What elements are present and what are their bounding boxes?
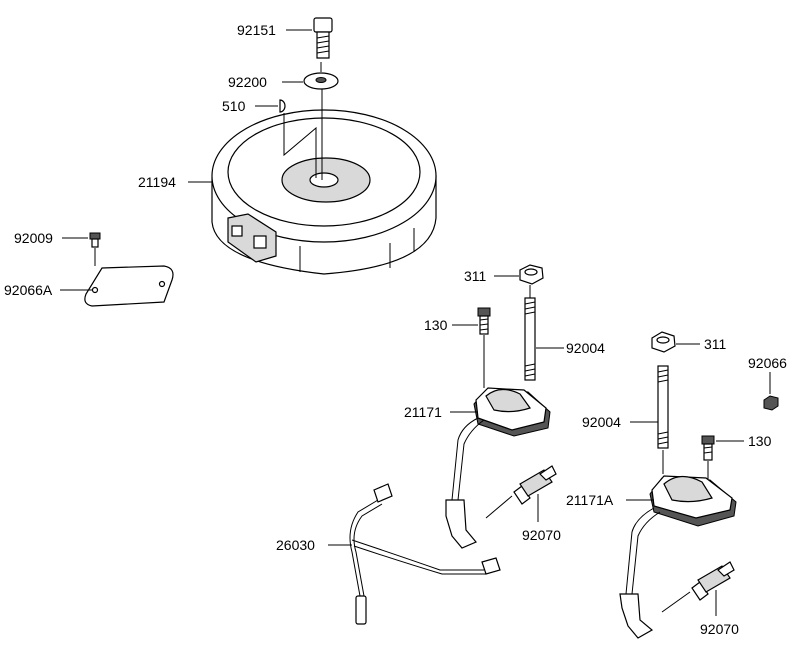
label-92004-left: 92004 xyxy=(566,340,605,356)
spark-plug-92070-right[interactable] xyxy=(661,561,735,613)
bolt-130-left[interactable] xyxy=(477,307,491,335)
coil-21171[interactable] xyxy=(445,387,551,549)
bolt-130-right[interactable] xyxy=(701,435,715,461)
screw-92009[interactable] xyxy=(89,232,101,248)
stud-92004-left[interactable] xyxy=(524,297,536,381)
label-92004-right: 92004 xyxy=(582,414,621,430)
label-92200: 92200 xyxy=(228,74,267,90)
label-311-left: 311 xyxy=(464,268,487,284)
nut-311-left[interactable] xyxy=(519,264,544,285)
flywheel-21194[interactable] xyxy=(211,109,437,275)
label-130-left: 130 xyxy=(424,317,448,333)
bolt-92151[interactable] xyxy=(313,17,333,59)
label-26030: 26030 xyxy=(276,537,315,553)
spark-plug-92070-left[interactable] xyxy=(485,465,557,519)
nut-311-right[interactable] xyxy=(651,331,676,353)
harness-26030[interactable] xyxy=(349,483,501,625)
label-21171: 21171 xyxy=(404,404,442,420)
label-92066A: 92066A xyxy=(4,282,53,298)
label-92009: 92009 xyxy=(14,230,53,246)
label-21194: 21194 xyxy=(138,174,176,190)
label-21171A: 21171A xyxy=(566,492,614,508)
coil-21171A[interactable] xyxy=(619,475,737,639)
key-510[interactable] xyxy=(279,99,286,113)
label-311-right: 311 xyxy=(704,336,727,352)
center-line-key xyxy=(283,113,317,178)
washer-92200[interactable] xyxy=(303,72,339,90)
label-92151: 92151 xyxy=(237,22,276,38)
nut-92066[interactable] xyxy=(763,395,779,411)
stud-92004-right[interactable] xyxy=(657,365,669,449)
label-130-right: 130 xyxy=(748,433,772,449)
plate-92066A[interactable] xyxy=(84,265,174,307)
label-510: 510 xyxy=(222,98,246,114)
label-92066: 92066 xyxy=(748,355,787,371)
label-92070-right: 92070 xyxy=(700,621,739,637)
label-92070-left: 92070 xyxy=(522,527,561,543)
